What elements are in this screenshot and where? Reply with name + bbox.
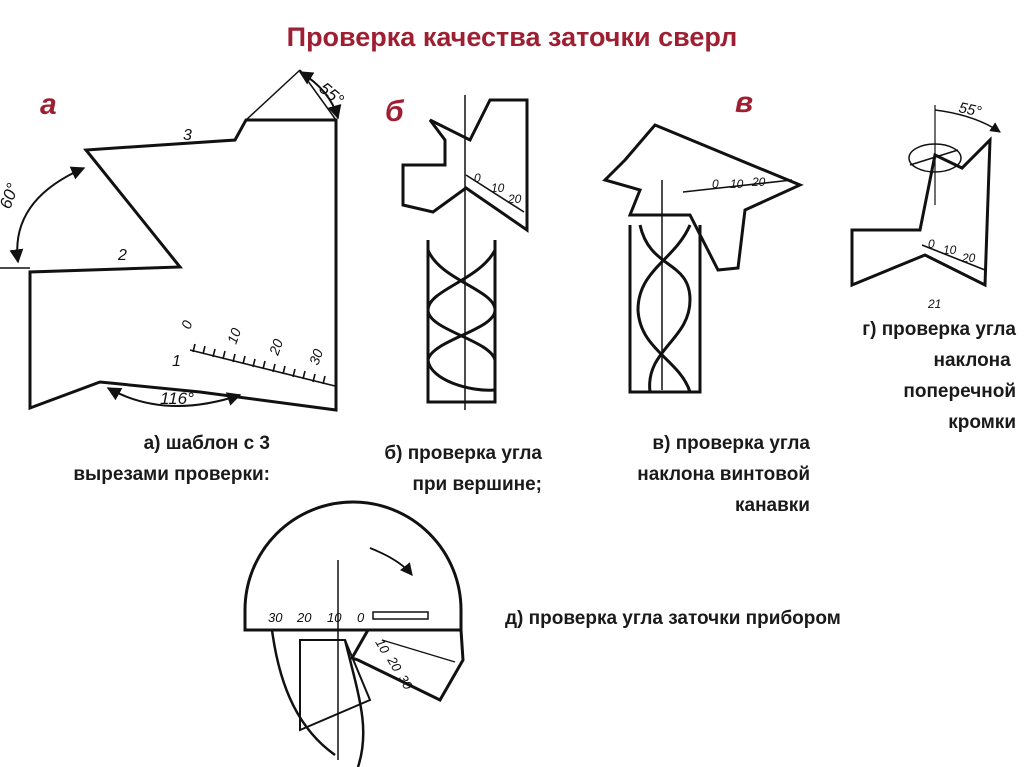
figure-d-scale-left-30: 30 [268, 610, 283, 625]
figure-g-scale-10: 10 [943, 243, 957, 257]
figure-g-mark: 21 [927, 297, 941, 311]
figure-v-scale-0: 0 [712, 177, 719, 191]
label-a: а [40, 88, 57, 121]
figure-a-angle-bottom: 116° [160, 389, 194, 408]
figure-a-scale-0: 0 [178, 318, 196, 331]
figure-d-scale-left-10: 10 [327, 610, 342, 625]
figure-v-scale-10: 10 [730, 177, 744, 191]
figure-g-gauge [850, 105, 1001, 288]
figure-d-scale-right-10: 10 [372, 636, 393, 657]
figure-b-drill [426, 95, 497, 410]
figure-b-scale-20: 20 [507, 192, 522, 206]
figure-a-template [0, 69, 342, 412]
caption-b: б) проверка угла при вершине; [384, 443, 542, 495]
caption-a: а) шаблон с 3 вырезами проверки: [73, 433, 270, 485]
figure-g-angle: 55° [957, 99, 983, 120]
figure-a-cut-1: 1 [172, 353, 181, 370]
figure-a-scale-20: 20 [265, 337, 286, 358]
caption-g: г) проверка угла наклона поперечной кром… [862, 319, 1016, 433]
figure-d-scale-left-0: 0 [357, 610, 365, 625]
figure-v-drill [628, 180, 702, 394]
figure-b-gauge [401, 98, 529, 233]
figure-a-cut-3: 3 [183, 127, 192, 144]
figure-b-scale-10: 10 [491, 181, 505, 195]
slide-title: Проверка качества заточки сверл [286, 22, 738, 52]
figure-a-scale-30: 30 [306, 347, 326, 367]
figure-d-scale-right-20: 20 [384, 653, 405, 675]
caption-d: д) проверка угла заточки прибором [505, 608, 841, 629]
figure-v-scale-20: 20 [751, 175, 766, 189]
figure-a-scale-10: 10 [224, 326, 244, 346]
figure-a-angle-left: 60° [0, 181, 23, 212]
figure-a-scale [189, 343, 336, 387]
figure-d-scale-right-30: 30 [395, 672, 416, 693]
figure-d-scale-left-20: 20 [296, 610, 312, 625]
label-v: в [735, 86, 754, 119]
label-b: б [385, 95, 404, 128]
figure-g-scale-20: 20 [961, 251, 976, 265]
figure-d-instrument [243, 500, 465, 767]
caption-v: в) проверка угла наклона винтовой канавк… [637, 433, 810, 516]
figure-v-gauge [602, 123, 804, 272]
figure-a-angle-top: 55° [315, 79, 347, 110]
figure-a-cut-2: 2 [117, 247, 127, 264]
figure-b-scale-0: 0 [474, 171, 481, 185]
figure-g-scale-0: 0 [928, 237, 935, 251]
